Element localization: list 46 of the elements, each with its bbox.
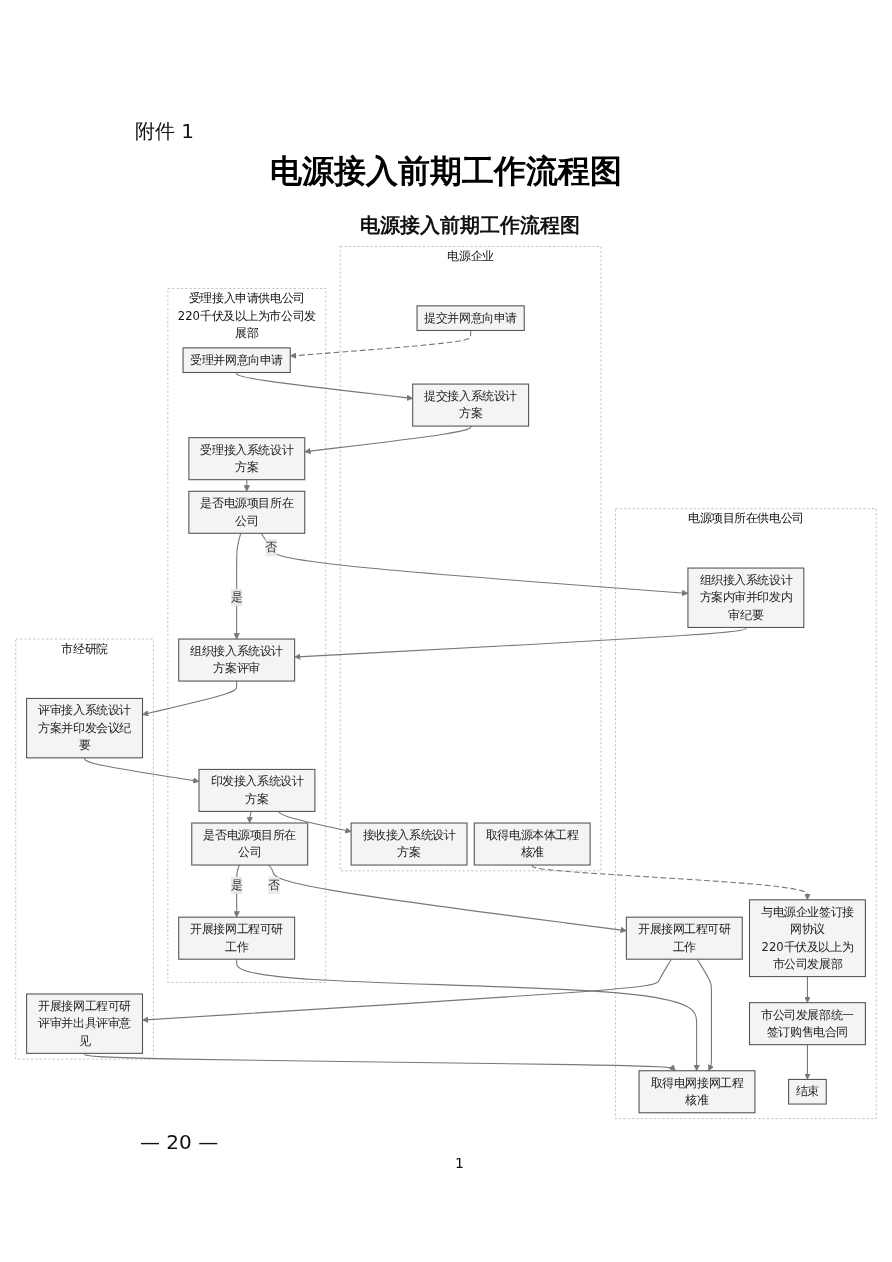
- node-box: 组织接入系统设计方案内审并印发内审纪要: [687, 567, 805, 628]
- arrow: [233, 532, 242, 640]
- arrow: [268, 864, 627, 934]
- edge-label: 否: [268, 878, 280, 892]
- arrow: [531, 864, 811, 901]
- attachment-label: 附件 1: [135, 118, 195, 145]
- node-box: 提交并网意向申请: [416, 305, 525, 331]
- arrow: [84, 1052, 676, 1072]
- node-box: 取得电源本体工程核准: [473, 822, 591, 866]
- arrow: [804, 1044, 811, 1080]
- arrow: [142, 680, 238, 717]
- chart-heading: 电源接入前期工作流程图: [359, 212, 581, 239]
- node-box: 开展接网工程可研工作: [178, 916, 296, 960]
- arrow: [277, 810, 352, 834]
- arrow: [290, 329, 472, 359]
- node-box: 是否电源项目所在公司: [188, 490, 306, 534]
- node-box: 开展接网工程可研评审并出具评审意见: [26, 993, 144, 1054]
- node-box: 是否电源项目所在公司: [191, 822, 309, 866]
- page-title: 电源接入前期工作流程图: [269, 151, 623, 192]
- node-box: 市公司发展部统一签订购售电合同: [748, 1002, 866, 1046]
- arrow: [696, 958, 714, 1072]
- node-box: 与电源企业签订接网协议 220千伏及以上为市公司发展部: [748, 899, 866, 978]
- arrow: [84, 757, 200, 784]
- node-box: 取得电网接网工程核准: [638, 1070, 756, 1114]
- page-number: 1: [455, 1155, 464, 1171]
- node-box: 印发接入系统设计方案: [198, 768, 316, 812]
- node-box: 受理接入系统设计方案: [188, 437, 306, 481]
- edge-label: 是: [230, 590, 243, 605]
- node-box: 组织接入系统设计方案评审: [178, 638, 296, 682]
- edge-label: 否: [265, 540, 277, 555]
- node-box: 评审接入系统设计方案并印发会议纪要: [26, 697, 144, 759]
- page-number: — 20 —: [140, 1130, 219, 1154]
- node-box: 开展接网工程可研工作: [625, 916, 743, 960]
- arrow: [142, 958, 672, 1023]
- arrow: [304, 425, 472, 455]
- edge-label: 是: [230, 878, 243, 892]
- arrow: [236, 371, 413, 401]
- node-box: 受理并网意向申请: [182, 347, 291, 374]
- arrow: [236, 958, 700, 1072]
- arrow: [246, 810, 253, 824]
- arrow: [243, 479, 250, 492]
- node-box: 结束: [788, 1078, 827, 1105]
- arrow: [804, 976, 811, 1003]
- arrow: [294, 626, 747, 660]
- node-box: 提交接入系统设计方案: [412, 383, 530, 427]
- node-box: 接收接入系统设计方案: [350, 822, 468, 866]
